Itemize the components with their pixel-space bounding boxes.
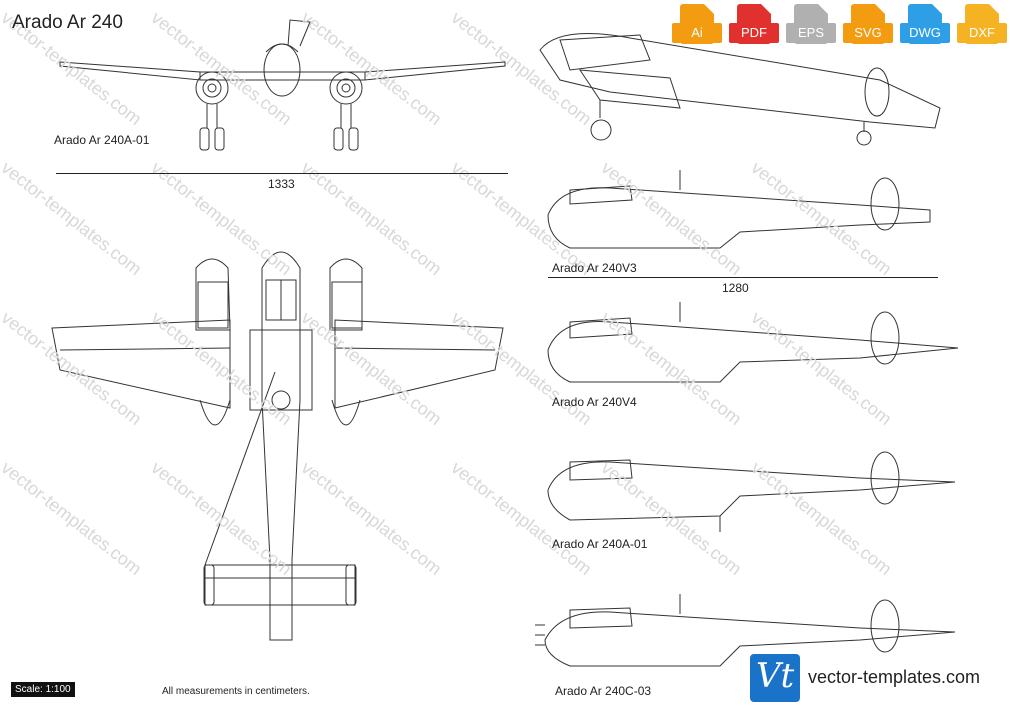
- format-label: DXF: [957, 23, 1007, 43]
- watermark-text: vector-templates.com: [448, 7, 596, 129]
- top-view: [51, 251, 504, 641]
- brand-logo-text: Vt: [756, 656, 795, 696]
- side-length-line: [548, 277, 938, 278]
- page-title: Arado Ar 240: [12, 12, 123, 33]
- watermark-text: vector-templates.com: [748, 307, 896, 429]
- watermark-text: vector-templates.com: [148, 7, 296, 129]
- format-dwg-icon[interactable]: DWG: [898, 4, 960, 52]
- side-v4-label: Arado Ar 240V4: [552, 395, 637, 409]
- watermark-text: vector-templates.com: [298, 307, 446, 429]
- format-pdf-icon[interactable]: PDF: [727, 4, 789, 52]
- watermark-text: vector-templates.com: [0, 457, 145, 579]
- brand-site-link[interactable]: vector-templates.com: [808, 667, 981, 687]
- front-view-label: Arado Ar 240A-01: [54, 133, 150, 147]
- format-label: PDF: [729, 23, 779, 43]
- watermark-text: vector-templates.com: [148, 157, 296, 279]
- side-c03-label: Arado Ar 240C-03: [555, 684, 652, 698]
- format-ai-icon[interactable]: Ai: [670, 4, 732, 52]
- watermark-text: vector-templates.com: [598, 307, 746, 429]
- brand-logo[interactable]: Vt: [750, 654, 800, 702]
- watermark-text: vector-templates.com: [148, 307, 296, 429]
- measurement-note: All measurements in centimeters.: [162, 686, 310, 697]
- watermark-text: vector-templates.com: [298, 457, 446, 579]
- format-label: DWG: [900, 23, 950, 43]
- side-v3-label: Arado Ar 240V3: [552, 261, 637, 275]
- scale-badge: Scale: 1:100: [11, 682, 75, 697]
- side-length-dimension: 1280: [722, 281, 749, 295]
- format-dxf-icon[interactable]: DXF: [955, 4, 1010, 52]
- watermark-layer: vector-templates.com vector-templates.co…: [0, 7, 895, 579]
- watermark-text: vector-templates.com: [298, 157, 446, 279]
- front-span-line: [56, 173, 508, 174]
- watermark-text: vector-templates.com: [0, 157, 145, 279]
- format-label: SVG: [843, 23, 893, 43]
- front-span-dimension: 1333: [268, 177, 295, 191]
- watermark-text: vector-templates.com: [0, 307, 145, 429]
- format-eps-icon[interactable]: EPS: [784, 4, 846, 52]
- watermark-text: vector-templates.com: [448, 457, 596, 579]
- format-label: EPS: [786, 23, 836, 43]
- front-view: [59, 19, 506, 151]
- watermark-text: vector-templates.com: [148, 457, 296, 579]
- side-a01-label: Arado Ar 240A-01: [552, 537, 648, 551]
- side-views: [535, 170, 959, 667]
- format-svg-icon[interactable]: SVG: [841, 4, 903, 52]
- perspective-view: [539, 33, 941, 146]
- format-label: Ai: [672, 23, 722, 43]
